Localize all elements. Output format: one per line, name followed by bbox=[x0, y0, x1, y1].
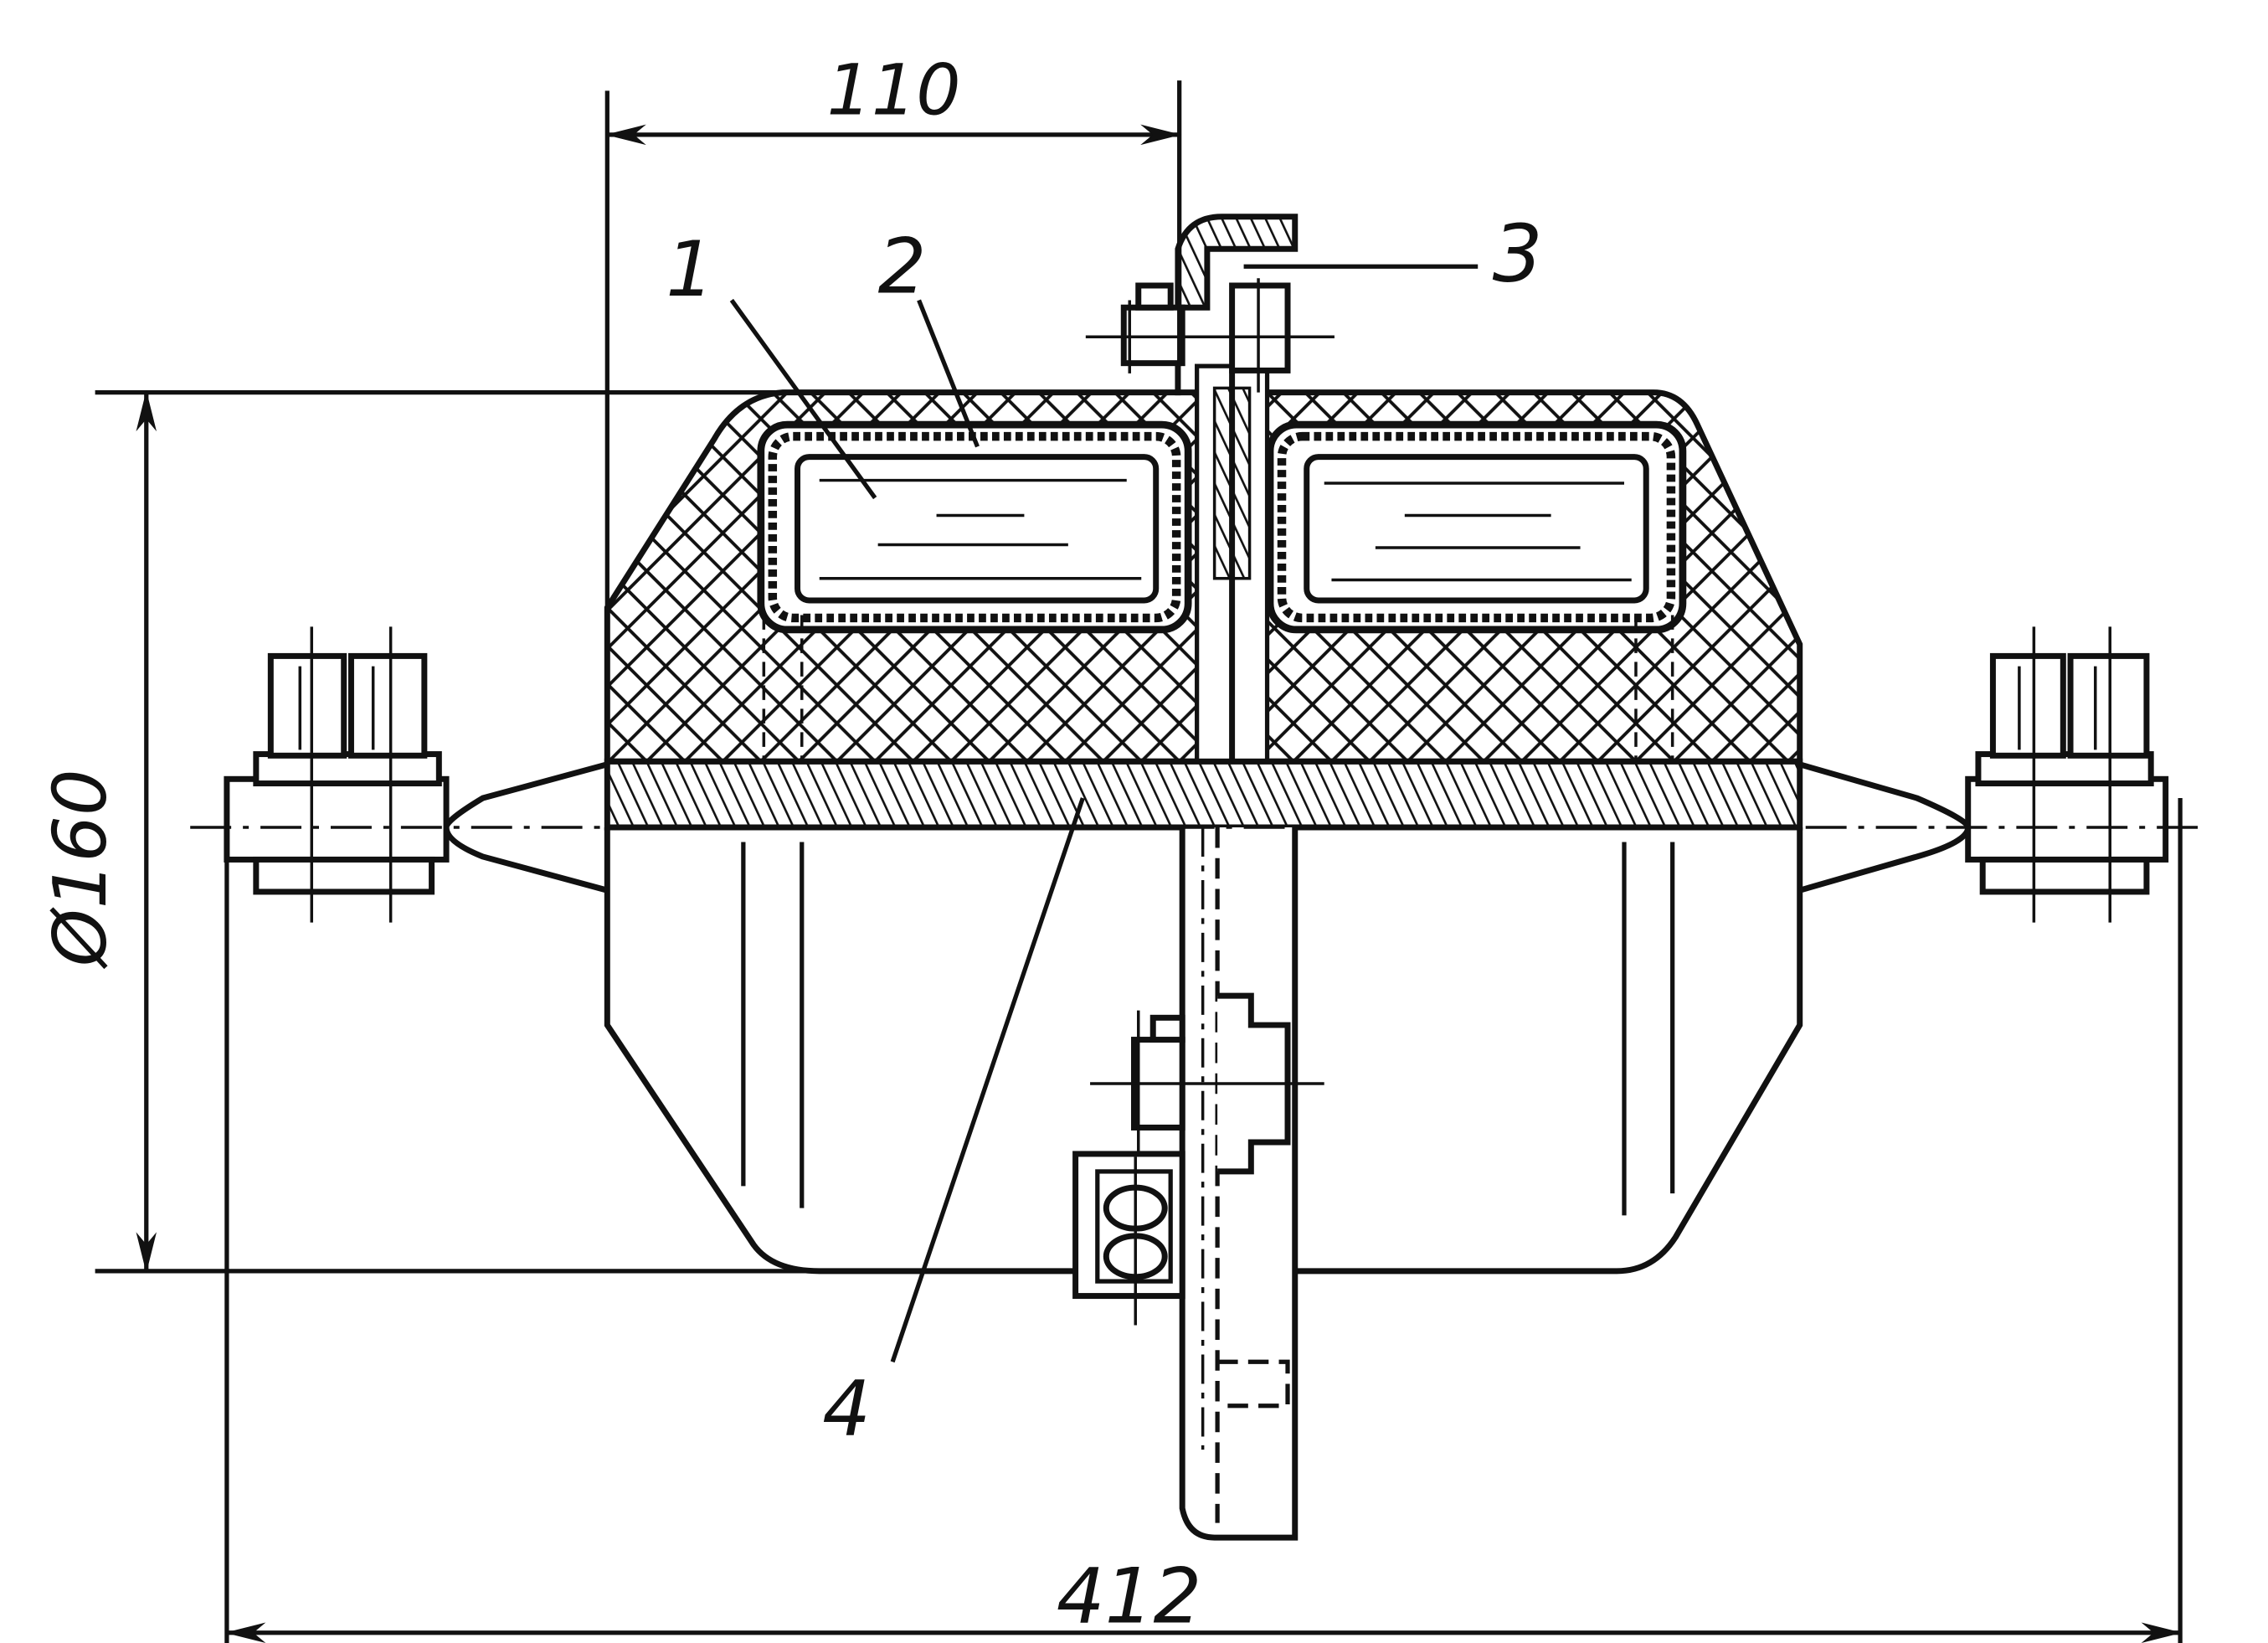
terminal-right bbox=[1798, 626, 2169, 923]
callout-1: 1 bbox=[666, 226, 714, 314]
dimension-diameter bbox=[95, 390, 1068, 1274]
center-line bbox=[190, 826, 2210, 1450]
dimension-412-label: 412 bbox=[1057, 1553, 1201, 1640]
clamp-bracket bbox=[1072, 1151, 1185, 1326]
inner-guides bbox=[762, 615, 1674, 762]
upper-bolt bbox=[1085, 278, 1335, 393]
callout-2: 2 bbox=[878, 224, 927, 312]
lower-plate bbox=[1179, 827, 1299, 1541]
coil-left bbox=[757, 420, 1192, 634]
dimension-diameter-label: Ø160 bbox=[38, 769, 123, 969]
terminal-left bbox=[224, 626, 609, 923]
callout-4: 4 bbox=[822, 1366, 871, 1454]
dimension-110-label: 110 bbox=[826, 49, 960, 131]
leader-lines bbox=[729, 264, 1479, 1363]
dimension-110 bbox=[604, 80, 1182, 765]
lower-bolt bbox=[1090, 1010, 1324, 1157]
dimension-412 bbox=[224, 798, 2183, 1643]
conductor-bar bbox=[604, 758, 1803, 831]
callout-3: 3 bbox=[1493, 209, 1543, 301]
coil-right bbox=[1266, 420, 1687, 634]
